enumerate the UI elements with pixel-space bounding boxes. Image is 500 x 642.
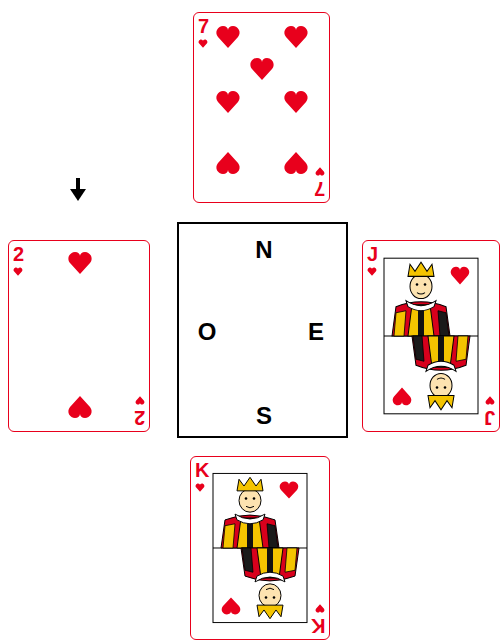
lead-arrow [70, 178, 86, 201]
two-of-hearts [8, 240, 150, 432]
suit-mark [199, 39, 208, 47]
playing-card: 22 [8, 240, 150, 432]
card-rank: J [484, 408, 495, 428]
suit-mark [486, 396, 495, 404]
playing-card: KK [190, 456, 330, 640]
jack-of-hearts [362, 240, 500, 432]
compass-letter: N [255, 238, 272, 262]
compass-letter: O [198, 320, 217, 344]
suit-mark [136, 396, 145, 404]
playing-card: 77 [193, 12, 330, 203]
card-rank: 7 [198, 16, 209, 36]
suit-mark [368, 267, 377, 275]
card-rank: 7 [314, 179, 325, 199]
compass-box: N O E S [177, 222, 348, 438]
face-picture [213, 473, 307, 622]
suit-mark [316, 604, 325, 612]
card-rank: 2 [134, 408, 145, 428]
heart-pip [216, 26, 239, 48]
heart-pip [250, 58, 273, 80]
heart-pip [68, 252, 91, 274]
heart-pip [216, 91, 239, 113]
king-of-hearts [190, 456, 330, 640]
heart-pip [284, 91, 307, 113]
heart-pip [284, 26, 307, 48]
card-rank: K [195, 460, 209, 480]
heart-pip [216, 152, 239, 174]
suit-mark [316, 167, 325, 175]
card-rank: 2 [13, 244, 24, 264]
card-rank: K [311, 616, 325, 636]
heart-pip [68, 396, 91, 418]
compass-letter: S [256, 404, 272, 428]
compass-letter: E [308, 320, 324, 344]
playing-card: JJ [362, 240, 500, 432]
heart-pip [284, 152, 307, 174]
suit-mark [196, 483, 205, 491]
face-picture [384, 258, 478, 414]
suit-mark [14, 267, 23, 275]
card-rank: J [367, 244, 378, 264]
seven-of-hearts [193, 12, 330, 203]
